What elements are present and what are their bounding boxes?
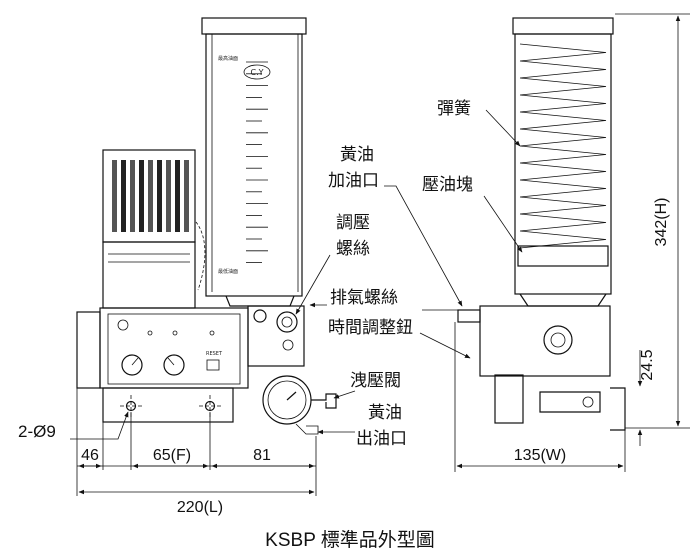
dim-342: 342(H) — [653, 198, 670, 247]
motor-fin — [139, 160, 144, 232]
leader-lines — [70, 109, 523, 440]
motor-fin — [130, 160, 135, 232]
grease-inlet-label-1: 黃油 — [340, 145, 374, 165]
relief-valve-label: 洩壓閥 — [350, 371, 401, 391]
control-panel: RESET — [99, 307, 249, 389]
dim-65: 65(F) — [153, 447, 191, 464]
grease-reservoir: C.Y 最高油面 最低油面 — [201, 17, 307, 307]
drawing-caption: KSBP 標準品外型圖 — [265, 529, 435, 551]
motor-fin — [112, 160, 117, 232]
grease-inlet-label-2: 加油口 — [328, 171, 379, 191]
motor-fin — [175, 160, 180, 232]
spring-path — [519, 43, 607, 249]
pressure-gauge — [262, 375, 337, 435]
grease-inlet-nipple — [457, 309, 481, 323]
callout-labels: 黃油 加油口 調壓 螺絲 排氣螺絲 時間調整鈕 洩壓閥 黃油 出油口 彈簧 壓油… — [18, 99, 473, 449]
motor-fin — [184, 160, 189, 232]
side-view — [457, 17, 626, 431]
dim-46: 46 — [81, 447, 99, 464]
level-scale — [246, 61, 268, 264]
power-lamp-icon — [117, 319, 129, 331]
motor-fin — [148, 160, 153, 232]
grease-outlet-label-2: 出油口 — [356, 429, 407, 449]
side-pump-body — [479, 305, 611, 377]
mount-holes-label: 2-Ø9 — [18, 422, 56, 441]
side-gauge — [494, 374, 524, 424]
min-level-mark: 最低油面 — [218, 268, 238, 275]
max-level-mark: 最高油面 — [218, 55, 238, 62]
dimension-values: 46 65(F) 81 220(L) 135(W) 342(H) 24.5 — [81, 198, 670, 516]
logo-text: C.Y — [250, 68, 263, 77]
spring-label: 彈簧 — [437, 99, 471, 119]
motor-fin — [166, 160, 171, 232]
dimension-lines — [76, 13, 690, 496]
spring-coil — [519, 43, 607, 249]
interval-dial-icon — [121, 354, 143, 376]
adjust-screw-label-2: 螺絲 — [336, 239, 370, 259]
grease-outlet-label-1: 黃油 — [368, 403, 402, 423]
motor-fin — [157, 160, 162, 232]
front-view: C.Y 最高油面 最低油面 RESET — [76, 17, 337, 435]
adjust-screw-icon — [276, 311, 298, 333]
pump-block — [247, 305, 305, 367]
motor-fins — [112, 160, 189, 232]
cy-logo-icon — [243, 64, 271, 80]
motor-fin — [121, 160, 126, 232]
reset-label: RESET — [206, 351, 223, 357]
dim-81: 81 — [253, 447, 271, 464]
dim-24-5: 24.5 — [639, 349, 656, 380]
relief-valve-body — [311, 393, 337, 409]
adjust-screw-label-1: 調壓 — [336, 213, 370, 233]
dim-220: 220(L) — [177, 499, 223, 516]
dim-135: 135(W) — [514, 447, 566, 464]
reset-button[interactable] — [206, 359, 220, 371]
air-vent-screw-label: 排氣螺絲 — [330, 288, 398, 308]
run-time-dial-icon — [163, 354, 185, 376]
timer-knob-label: 時間調整鈕 — [328, 318, 413, 338]
pressure-plate — [517, 245, 609, 267]
motor — [102, 149, 206, 309]
base-plate — [76, 311, 234, 423]
pressure-block-label: 壓油塊 — [422, 175, 473, 195]
